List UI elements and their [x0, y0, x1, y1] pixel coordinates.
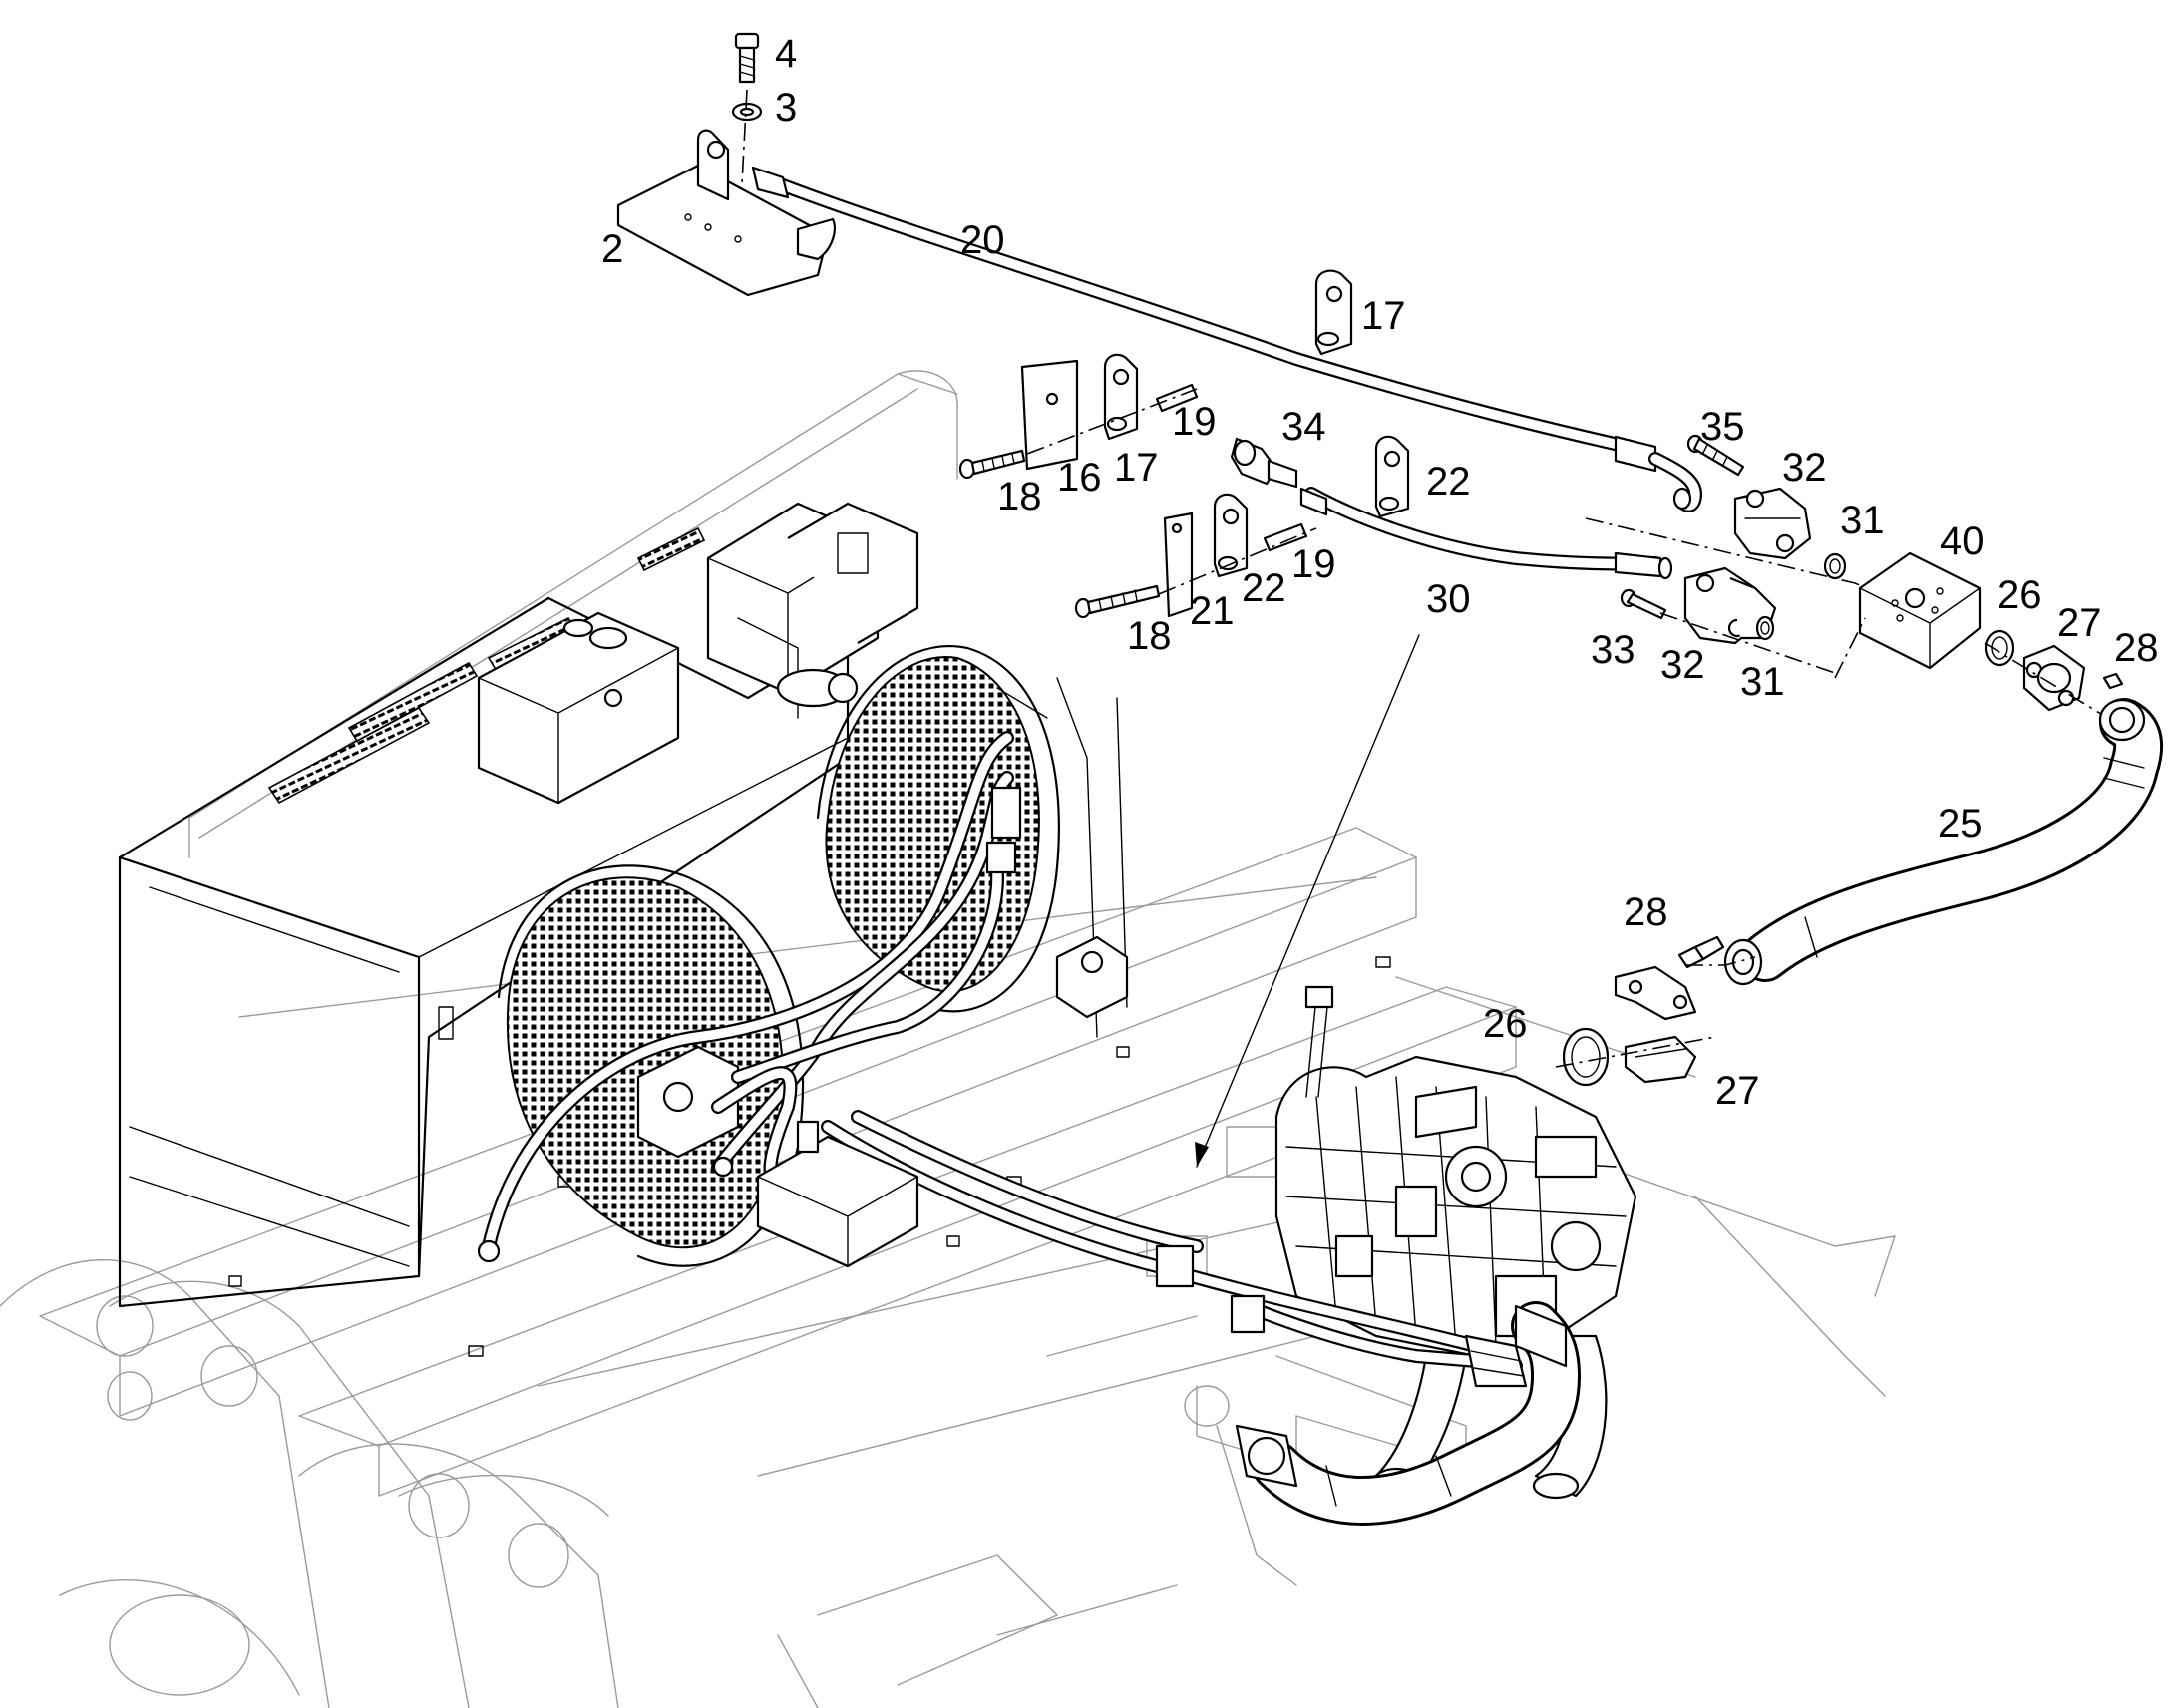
callout-17-mid: 17 [1114, 446, 1159, 490]
callout-2: 2 [601, 227, 623, 271]
engine-assembly [1274, 985, 1637, 1500]
o-ring-26-lower [1562, 1027, 1610, 1087]
pin-19-top [1155, 383, 1199, 413]
bolt-18-lower [1074, 584, 1161, 619]
callout-20: 20 [960, 218, 1005, 262]
callout-22-top: 22 [1426, 460, 1471, 504]
installed-suction-hose [1235, 1301, 1581, 1526]
hose-20 [751, 166, 1702, 512]
bolt-28-top [2102, 672, 2124, 690]
callout-28-lower: 28 [1624, 890, 1668, 934]
callout-28-top: 28 [2114, 626, 2159, 670]
leader-arrowhead-30 [1195, 1142, 1209, 1167]
callout-33: 33 [1591, 628, 1635, 672]
adapter-block-40 [1858, 551, 1982, 670]
bolt-4 [734, 32, 760, 84]
callout-30: 30 [1426, 577, 1471, 621]
callout-3: 3 [775, 86, 797, 130]
bolt-35 [1686, 434, 1745, 477]
callout-27-top: 27 [2057, 601, 2102, 645]
hose-30 [1299, 487, 1673, 580]
split-flange-32-top [1733, 487, 1812, 560]
o-ring-31-lower [1755, 615, 1775, 641]
plate-16 [1020, 359, 1079, 471]
clamp-half-22-lower [1213, 493, 1249, 578]
bolt-33 [1620, 588, 1667, 620]
installed-hose-routing [756, 1110, 1528, 1388]
bracket-plate-2 [616, 129, 836, 297]
callout-18-lower: 18 [1127, 614, 1172, 658]
callout-31-top: 31 [1840, 499, 1885, 542]
callout-31-lower: 31 [1740, 660, 1785, 704]
clamp-half-22-top [1374, 435, 1410, 518]
flange-half-27-top [2022, 644, 2086, 712]
callout-labels: 4 3 2 20 17 19 16 17 18 34 22 35 32 31 4… [601, 32, 2159, 1113]
callout-22-lower: 22 [1242, 566, 1286, 610]
callout-21: 21 [1190, 589, 1235, 633]
pin-19-lower [1263, 522, 1308, 552]
plate-21 [1163, 512, 1194, 618]
fitting-34 [1230, 437, 1298, 489]
callout-27-lower: 27 [1715, 1069, 1760, 1113]
callout-18-top: 18 [997, 475, 1042, 518]
callout-4: 4 [775, 32, 797, 76]
cooler-housing [118, 370, 1129, 1308]
callout-40: 40 [1940, 519, 1985, 563]
callout-19-top: 19 [1172, 400, 1217, 444]
o-ring-31-top [1823, 552, 1847, 580]
flange-half-27-lower [1614, 965, 1697, 1084]
washer-3 [731, 102, 763, 122]
callout-35: 35 [1700, 405, 1745, 449]
callout-16: 16 [1057, 456, 1102, 500]
callout-17-top: 17 [1361, 294, 1406, 338]
callout-32-top: 32 [1782, 446, 1827, 490]
clamp-half-17-mid [1103, 353, 1139, 441]
callout-32-lower: 32 [1660, 643, 1705, 687]
callout-25: 25 [1938, 802, 1983, 846]
callout-26-top: 26 [1998, 573, 2042, 617]
leader-line-30 [1196, 634, 1420, 1168]
hose-25 [1723, 698, 2164, 986]
callout-26-lower: 26 [1483, 1002, 1528, 1046]
o-ring-26-top [1984, 629, 2015, 667]
callout-34: 34 [1281, 405, 1326, 449]
bolt-28-lower [1677, 935, 1725, 969]
bolt-18-top [958, 449, 1026, 480]
callout-19-lower: 19 [1291, 542, 1336, 586]
clamp-half-17-top [1314, 269, 1353, 356]
